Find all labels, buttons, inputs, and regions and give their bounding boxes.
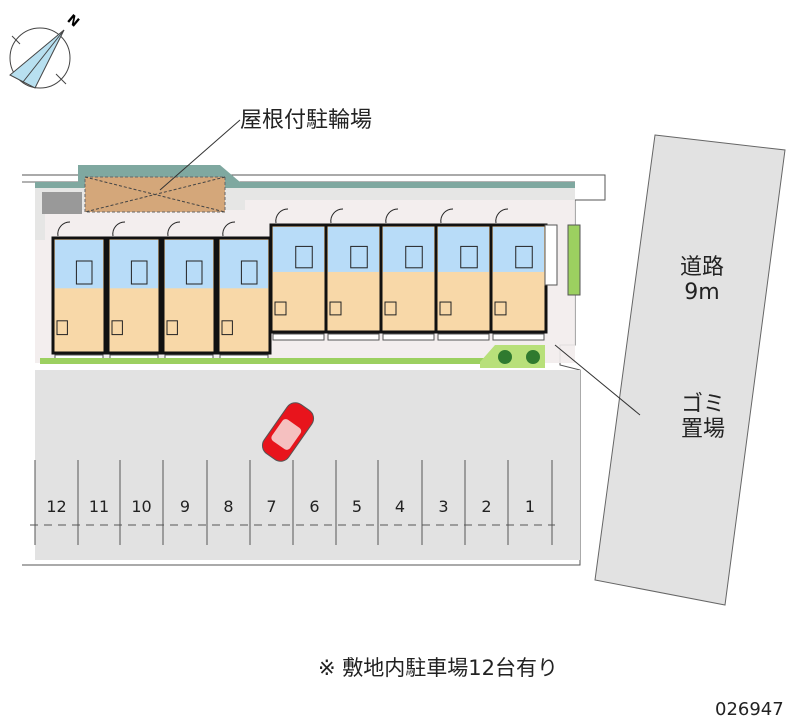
- trash-label-line1: ゴミ: [680, 392, 725, 417]
- parking-footnote: ※ 敷地内駐車場12台有り: [318, 656, 558, 680]
- bike-parking-shelter: [84, 176, 226, 213]
- apartment-unit: [161, 221, 217, 362]
- parking-space-number: 12: [46, 497, 66, 516]
- parking-space-number: 2: [481, 497, 491, 516]
- parking-space-number: 4: [395, 497, 405, 516]
- apartment-unit: [489, 208, 548, 341]
- apartment-unit: [434, 208, 493, 341]
- road-label-name: 道路: [679, 255, 724, 280]
- apartment-unit: [379, 208, 438, 341]
- parking-space-number: 5: [352, 497, 362, 516]
- road-width: 9m: [684, 280, 720, 306]
- trash-label-line2: 置場: [680, 417, 725, 443]
- apartment-unit: [269, 208, 328, 341]
- parking-space-number: 3: [438, 497, 448, 516]
- hedge: [40, 358, 545, 364]
- leader-line: [554, 344, 641, 416]
- trash-area-label: ゴミ 置場: [668, 392, 738, 443]
- parking-space-number: 11: [89, 497, 109, 516]
- compass-icon: N: [9, 12, 82, 89]
- apartment-unit: [106, 221, 162, 362]
- tree-icon: [526, 350, 540, 364]
- apartment-unit: [51, 221, 107, 362]
- tree-icon: [498, 350, 512, 364]
- apartment-unit: [324, 208, 383, 341]
- road: [594, 134, 786, 606]
- bike-parking-label: 屋根付駐輪場: [240, 108, 373, 133]
- leader-line: [159, 119, 241, 191]
- apartment-unit: [216, 221, 272, 362]
- parking-space-number: 9: [180, 497, 190, 516]
- parking-space-number: 6: [309, 497, 319, 516]
- parking-space-number: 1: [525, 497, 535, 516]
- parking-space-number: 8: [223, 497, 233, 516]
- north-label: N: [64, 12, 82, 30]
- car-icon: [261, 402, 315, 462]
- bicycle-icon: [42, 192, 82, 214]
- parking-space-number: 7: [266, 497, 276, 516]
- property-id: 026947: [715, 699, 784, 720]
- road-label: 道路 9m: [672, 255, 732, 306]
- parking-area: [35, 370, 580, 560]
- parking-space-number: 10: [131, 497, 151, 516]
